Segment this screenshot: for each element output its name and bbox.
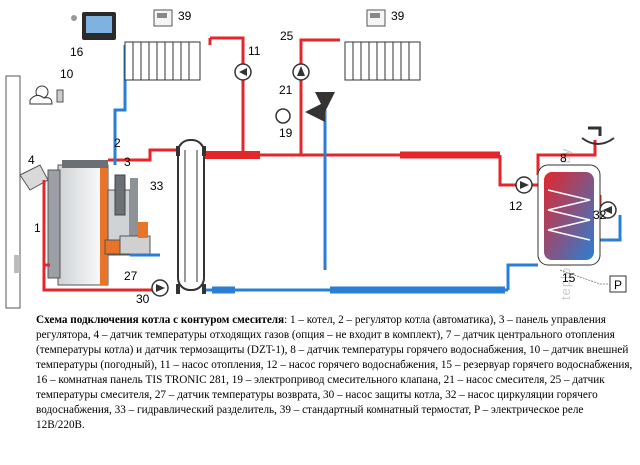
label-boiler: 1: [34, 221, 41, 235]
label-thermostat-b: 39: [391, 9, 405, 23]
chimney: [5, 75, 49, 309]
label-mixer-sensor: 25: [280, 29, 294, 43]
thermostat-icon: [153, 9, 386, 27]
pump-12-icon: [515, 176, 533, 194]
hydraulic-separator: [177, 139, 205, 291]
label-hydraulic-separator: 33: [150, 179, 164, 193]
radiator-right: [344, 41, 421, 81]
supply-pipes: [42, 36, 602, 292]
label-dhw-sensor: 8: [560, 151, 567, 165]
dhw-tank: [537, 164, 601, 266]
boiler-accent-strip: [100, 165, 108, 285]
label-regulator: 2: [114, 136, 121, 150]
label-thermostat-a: 39: [178, 9, 192, 23]
pump-30-icon: [151, 279, 169, 297]
pump-21-icon: [292, 63, 310, 81]
label-mixer-actuator: 19: [279, 126, 293, 140]
label-room-panel: 16: [70, 45, 84, 59]
separator-flanges: [176, 146, 206, 294]
heating-diagram: teplolab.by teplolab.by: [5, 9, 627, 309]
diagram-caption: Схема подключения котла с контуром смеси…: [36, 313, 634, 433]
label-relay: P: [614, 278, 622, 292]
pump-32-icon: [599, 201, 617, 219]
weather-sensor-icon: [29, 85, 64, 105]
label-boiler-pump: 30: [136, 292, 150, 306]
caption-title: Схема подключения котла с контуром смеси…: [36, 314, 285, 326]
label-heating-pump: 11: [248, 44, 261, 58]
label-dhw-tank: 15: [562, 271, 576, 285]
control-wires: [559, 269, 610, 285]
caption-text: : 1 – котел, 2 – регулятор котла (автома…: [36, 314, 633, 431]
pump-11-icon: [234, 63, 252, 81]
label-panel: 3: [124, 155, 131, 169]
label-circulation-pump: 32: [593, 208, 607, 222]
label-mixer-pump: 21: [279, 83, 293, 97]
label-outdoor-sensor: 10: [60, 67, 74, 81]
room-panel-icon: [71, 12, 116, 40]
radiator-left: [124, 41, 201, 81]
label-dhw-pump: 12: [509, 199, 523, 213]
label-flue-sensor: 4: [28, 153, 35, 167]
label-return-sensor: 27: [124, 269, 138, 283]
mixing-valve-icon: [275, 92, 335, 124]
faucet-icon: [581, 126, 615, 145]
